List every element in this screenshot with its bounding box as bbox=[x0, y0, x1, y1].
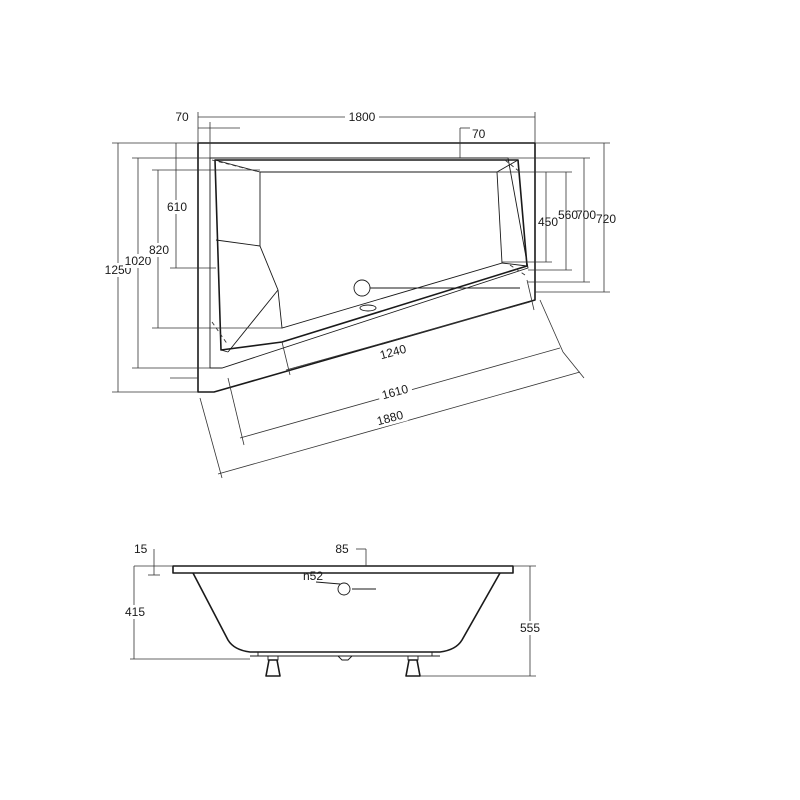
dim-720-label: 720 bbox=[596, 212, 616, 226]
dim-15-label: 15 bbox=[134, 542, 148, 556]
section-rim bbox=[172, 565, 514, 574]
basin-slope-line bbox=[215, 239, 261, 247]
drain-size-label: n52 bbox=[303, 569, 323, 583]
overflow-leader bbox=[315, 581, 341, 585]
dim-1020-label: 1020 bbox=[125, 254, 152, 268]
dim-1880-label: 1880 bbox=[375, 408, 405, 429]
drain-icon bbox=[353, 279, 371, 297]
hidden-edge bbox=[211, 321, 229, 346]
tub-basin-floor bbox=[259, 171, 503, 329]
drain-outlet-icon bbox=[337, 655, 353, 661]
hidden-edge bbox=[211, 159, 261, 173]
dim-700-label: 700 bbox=[576, 208, 596, 222]
dim-1800-label: 1800 bbox=[349, 110, 376, 124]
dim-line-1240 bbox=[285, 301, 531, 371]
tub-outer-outline bbox=[197, 142, 536, 393]
dim-450-label: 450 bbox=[538, 215, 558, 229]
ext-line bbox=[562, 351, 585, 379]
dim-1240-label: 1240 bbox=[378, 342, 408, 363]
hidden-edge bbox=[504, 159, 521, 173]
dim-1610-label: 1610 bbox=[380, 382, 410, 403]
dim-70-left-label: 70 bbox=[175, 110, 189, 124]
dim-820-label: 820 bbox=[149, 243, 169, 257]
dim-70-right-label: 70 bbox=[472, 127, 486, 141]
dim-415-label: 415 bbox=[125, 605, 145, 619]
tub-rim-inner bbox=[209, 157, 529, 369]
tub-basin-outline bbox=[214, 159, 528, 351]
section-tub-body bbox=[192, 572, 501, 653]
overflow-icon bbox=[359, 304, 377, 312]
plan-view: 1800 70 70 1250 1020 820 610 720 bbox=[103, 110, 616, 479]
ext-line bbox=[227, 377, 245, 446]
basin-slope-line bbox=[501, 262, 528, 267]
dim-610-label: 610 bbox=[167, 200, 187, 214]
overflow-hole-icon bbox=[337, 582, 351, 596]
ext-line bbox=[281, 341, 291, 376]
ext-line bbox=[526, 279, 535, 311]
ext-line bbox=[539, 299, 564, 353]
ext-line bbox=[199, 397, 223, 479]
basin-slope-line bbox=[227, 289, 279, 353]
dim-560-label: 560 bbox=[558, 208, 578, 222]
basin-slope-line bbox=[220, 349, 229, 353]
dim-555-label: 555 bbox=[520, 621, 540, 635]
foot-right-icon bbox=[405, 655, 421, 677]
basin-slope-line bbox=[496, 159, 519, 173]
section-view: 15 85 n52 415 555 bbox=[122, 542, 543, 677]
hidden-edge bbox=[509, 264, 526, 276]
foot-left-icon bbox=[265, 655, 281, 677]
dim-85-label: 85 bbox=[335, 542, 349, 556]
dim-line-1880 bbox=[217, 371, 581, 475]
